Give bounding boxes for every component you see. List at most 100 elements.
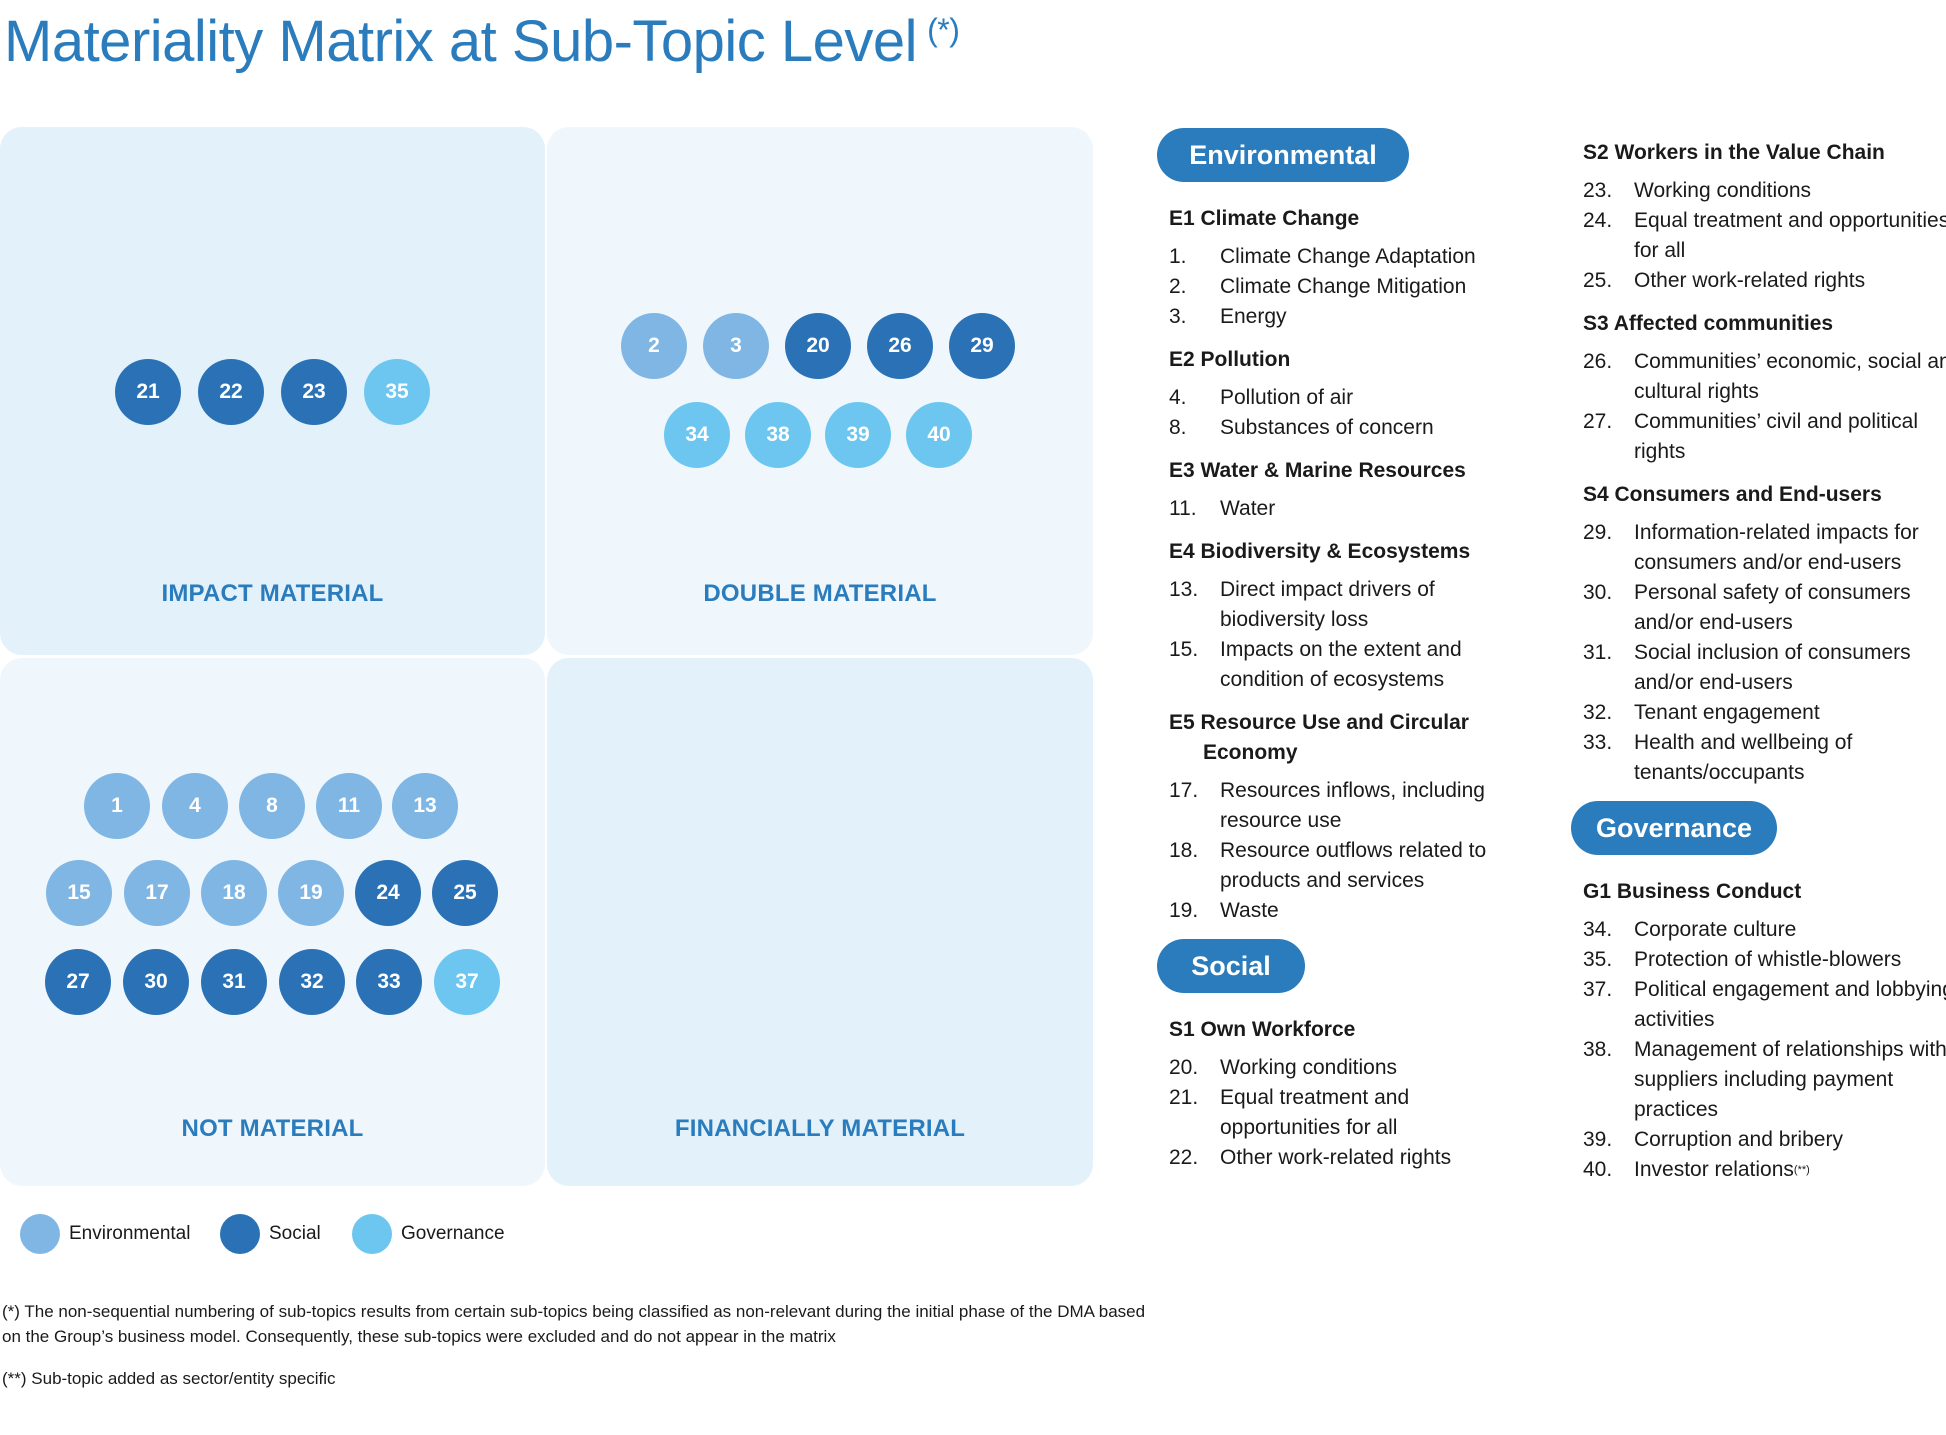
topic-group: S3 Affected communities 26. Communities’ e…: [1583, 309, 1946, 467]
topic-text: Communities’ economic, social and cultur…: [1634, 350, 1946, 403]
quadrant-label-financial: FINANCIALLY MATERIAL: [674, 1115, 966, 1142]
topic-group: E3 Water & Marine Resources 11.Water: [1169, 456, 1529, 524]
topic-number: 34.: [1583, 918, 1613, 941]
topic-dot-13: 13: [392, 773, 458, 839]
topic-dot-17: 17: [124, 860, 190, 926]
title-note: (*): [927, 12, 960, 48]
topic-text: Water: [1220, 497, 1276, 520]
topic-text: Equal treatment and opportunities for al…: [1220, 1086, 1410, 1139]
topic-number: 30.: [1583, 581, 1613, 604]
topic-text: Personal safety of consumers and/or end-…: [1634, 581, 1911, 634]
topic-item: 22.Other work-related rights: [1169, 1143, 1529, 1173]
quadrant-label-not: NOT MATERIAL: [181, 1115, 364, 1142]
topic-item: 17. Resources inflows, including resource…: [1169, 776, 1529, 836]
topic-number: 8.: [1169, 416, 1187, 439]
topic-number: 25.: [1583, 269, 1613, 292]
topic-dot-11: 11: [316, 773, 382, 839]
topic-text: Management of relationships with supplie…: [1634, 1038, 1946, 1121]
topic-dot-25: 25: [432, 860, 498, 926]
topic-text: Resource outflows related to products an…: [1220, 839, 1487, 892]
topic-item: 19. Waste: [1169, 896, 1529, 926]
page-title: Materiality Matrix at Sub-Topic Level(*): [4, 9, 960, 74]
legend-swatch-social: [220, 1214, 260, 1254]
topic-number: 21.: [1169, 1086, 1199, 1109]
topic-number: 19.: [1169, 899, 1199, 922]
category-header-block: Governance: [1571, 801, 1946, 855]
topic-dot-29: 29: [949, 313, 1015, 379]
topic-item: 29.Information-related impacts for consu…: [1583, 518, 1946, 578]
topic-number: 40.: [1583, 1158, 1613, 1181]
topic-item: 34.Corporate culture: [1583, 915, 1946, 945]
topic-text: Substances of concern: [1220, 416, 1434, 439]
topic-dot-38: 38: [745, 402, 811, 468]
group-heading: E3 Water & Marine Resources: [1169, 459, 1466, 482]
group-heading: S1 Own Workforce: [1169, 1018, 1356, 1041]
topic-text: Working conditions: [1634, 179, 1812, 202]
topic-dot-3: 3: [703, 313, 769, 379]
legend-item-environmental: Environmental: [20, 1214, 190, 1254]
topic-item: 11.Water: [1169, 494, 1529, 524]
topic-dot-20: 20: [785, 313, 851, 379]
topic-text: Direct impact drivers of biodiversity lo…: [1220, 578, 1435, 631]
topic-text: Waste: [1220, 899, 1279, 922]
legend-item-social: Social: [220, 1214, 321, 1254]
topic-number: 17.: [1169, 779, 1199, 802]
topic-group: S4 Consumers and End-users 29.Information…: [1583, 480, 1946, 788]
topic-item: 32.Tenant engagement: [1583, 698, 1946, 728]
topic-dot-26: 26: [867, 313, 933, 379]
topic-dot-22: 22: [198, 359, 264, 425]
topic-dot-18: 18: [201, 860, 267, 926]
topic-dot-2: 2: [621, 313, 687, 379]
topic-dot-37: 37: [434, 949, 500, 1015]
topic-item: 26. Communities’ economic, social and cul…: [1583, 347, 1946, 407]
topic-number: 33.: [1583, 731, 1613, 754]
group-heading-continued: Economy: [1203, 741, 1298, 764]
topic-number: 37.: [1583, 978, 1613, 1001]
topic-text: Equal treatment and opportunities for al…: [1634, 209, 1946, 262]
topic-item: 35.Protection of whistle-blowers: [1583, 945, 1946, 975]
topic-number: 26.: [1583, 350, 1613, 373]
group-heading: S4 Consumers and End-users: [1583, 483, 1882, 506]
topic-number: 4.: [1169, 386, 1187, 409]
category-header-block: Social: [1157, 939, 1529, 993]
topic-number: 39.: [1583, 1128, 1613, 1151]
topic-number: 24.: [1583, 209, 1613, 232]
topic-text: Investor relations(**): [1634, 1158, 1810, 1181]
footnote-numbering: (*) The non-sequential numbering of sub-…: [2, 1302, 1146, 1346]
topic-number: 38.: [1583, 1038, 1613, 1061]
topic-dot-1: 1: [84, 773, 150, 839]
group-heading: E4 Biodiversity & Ecosystems: [1169, 540, 1471, 563]
topic-item: 27.Communities’ civil and political righ…: [1583, 407, 1946, 467]
topic-text: Impacts on the extent and condition of e…: [1220, 638, 1462, 691]
topic-text: Health and wellbeing of tenants/occupant…: [1634, 731, 1853, 784]
legend-swatch-governance: [352, 1214, 392, 1254]
topic-number: 15.: [1169, 638, 1199, 661]
topic-item: 15. Impacts on the extent and condition o…: [1169, 635, 1529, 695]
topic-item: 31.Social inclusion of consumers and/or …: [1583, 638, 1946, 698]
topic-number: 18.: [1169, 839, 1199, 862]
topic-dot-8: 8: [239, 773, 305, 839]
topic-dot-21: 21: [115, 359, 181, 425]
topic-item: 37.Political engagement and lobbying act…: [1583, 975, 1946, 1035]
group-heading: E2 Pollution: [1169, 348, 1291, 371]
category-pill-environmental: Environmental: [1157, 128, 1409, 182]
topic-text: Communities’ civil and political rights: [1634, 410, 1918, 463]
legend-label: Environmental: [69, 1223, 191, 1244]
topic-dot-33: 33: [356, 949, 422, 1015]
legend-label: Governance: [401, 1223, 505, 1244]
topic-text: Climate Change Mitigation: [1220, 275, 1467, 298]
topic-text: Resources inflows, including resource us…: [1220, 779, 1485, 832]
topic-number: 3.: [1169, 305, 1187, 328]
group-heading: G1 Business Conduct: [1583, 880, 1802, 903]
footnote-sector-specific: (**) Sub-topic added as sector/entity sp…: [2, 1369, 336, 1388]
group-heading: S2 Workers in the Value Chain: [1583, 141, 1885, 164]
quadrant-label-double: DOUBLE MATERIAL: [703, 580, 937, 607]
group-heading: S3 Affected communities: [1583, 312, 1834, 335]
topic-item: 25.Other work-related rights: [1583, 266, 1946, 296]
topic-text: Tenant engagement: [1634, 701, 1820, 724]
